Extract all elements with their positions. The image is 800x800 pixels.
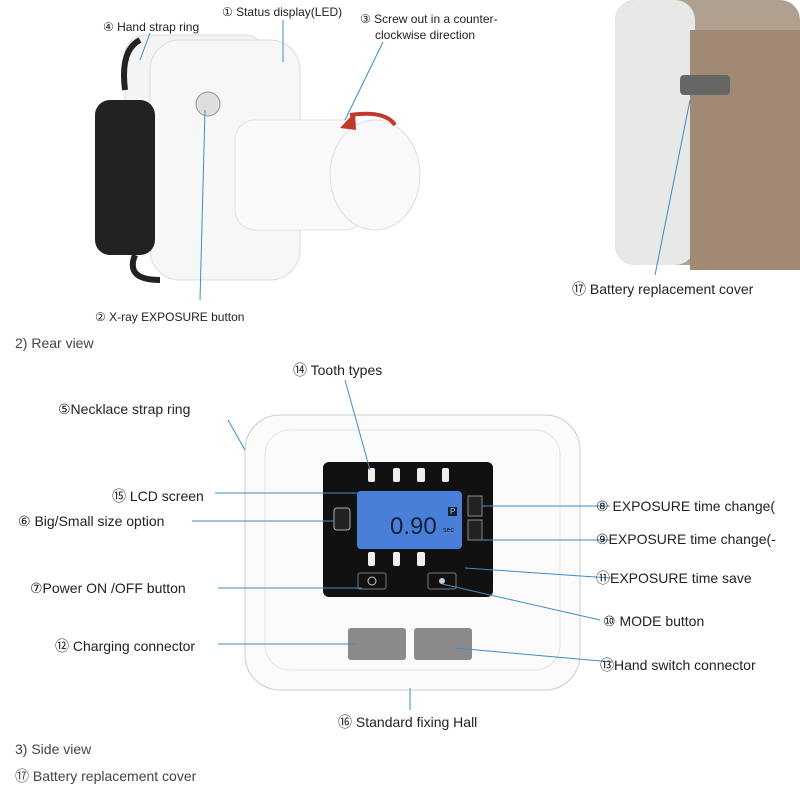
label-hand-switch: ⑬Hand switch connector	[600, 657, 756, 673]
section-rear-view: 2) Rear view	[15, 335, 94, 351]
label-screw-out-2: clockwise direction	[375, 28, 476, 42]
time-up-button	[467, 495, 483, 517]
footer-battery-cover: ⑰ Battery replacement cover	[15, 768, 197, 784]
charging-connector	[348, 628, 406, 660]
label-screw-out: ③ Screw out in a counter-	[360, 12, 498, 26]
label-battery-cover: ⑰ Battery replacement cover	[572, 281, 754, 297]
tooth-type-icons	[368, 468, 449, 566]
label-necklace-strap: ⑤Necklace strap ring	[58, 401, 191, 417]
label-time-save: ⑪EXPOSURE time save	[596, 570, 752, 586]
label-power-button: ⑦Power ON /OFF button	[30, 580, 186, 596]
label-tooth-types: ⑭ Tooth types	[293, 362, 383, 378]
size-option-button	[333, 507, 351, 531]
hand-strap	[95, 100, 155, 255]
label-status-display: ① Status display(LED)	[222, 5, 343, 19]
label-hand-strap-ring: ④ Hand strap ring	[103, 20, 200, 34]
label-size-option: ⑥ Big/Small size option	[18, 513, 165, 529]
power-button	[357, 572, 387, 590]
label-fixing-hall: ⑯ Standard fixing Hall	[338, 714, 478, 730]
lcd-mode: P	[448, 507, 458, 516]
hand-switch-connector	[414, 628, 472, 660]
lcd-value: 0.90	[390, 513, 437, 540]
label-mode-button: ⑩ MODE button	[603, 613, 705, 629]
section-side-view: 3) Side view	[15, 741, 92, 757]
exposure-button	[195, 91, 221, 117]
label-time-up: ⑧ EXPOSURE time change(	[596, 498, 776, 514]
label-lcd-screen: ⑮ LCD screen	[112, 488, 204, 504]
label-time-down: ⑨EXPOSURE time change(-	[596, 531, 776, 547]
lcd-unit: sec	[443, 527, 454, 534]
lcd-screen	[357, 491, 462, 549]
time-down-button	[467, 519, 483, 541]
label-exposure-button: ② X-ray EXPOSURE button	[95, 310, 245, 324]
label-charging-connector: ⑫ Charging connector	[55, 638, 196, 654]
